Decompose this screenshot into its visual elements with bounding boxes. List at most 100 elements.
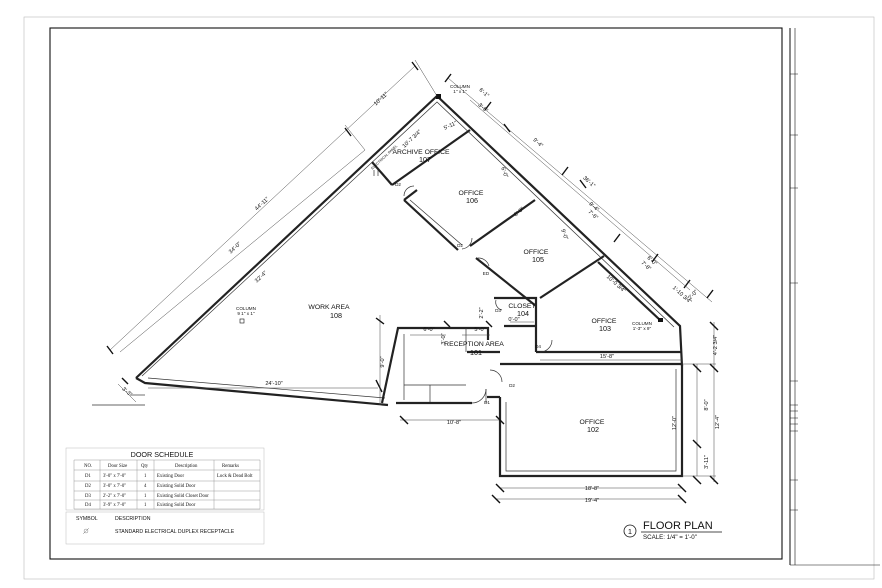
tag-electrical-panel: ELECTRICAL PANEL — [370, 144, 398, 170]
dim-d12: 9'-4" — [588, 201, 600, 213]
dim-d25: 5'-0" — [474, 327, 485, 333]
tag-d1: D1 — [484, 400, 490, 405]
sched-cell: 4 — [144, 484, 147, 489]
sched-header-size: Door Size — [108, 464, 127, 469]
room-108-number: 108 — [330, 311, 342, 320]
dim-d21: 4'-2 3/4" — [713, 335, 719, 355]
dim-d33: 8'-0" — [704, 399, 710, 410]
sched-cell: D1 — [85, 474, 91, 479]
dim-d20: 2'-0" — [687, 289, 699, 301]
room-archive-name: ARCHIVE OFFICE — [392, 149, 449, 156]
sched-cell: Existing Solid Door — [157, 503, 196, 508]
column-top-size: 1'' x 1'' — [453, 89, 467, 94]
column-left-label: COLUMN — [236, 306, 256, 311]
room-archive-number: 107 — [419, 155, 431, 164]
room-102-name: OFFICE — [580, 419, 605, 426]
room-105-number: 105 — [532, 255, 544, 264]
drawing-title-text: FLOOR PLAN — [643, 520, 713, 532]
sched-cell: 3'-9" x 7'-0" — [103, 503, 126, 508]
sched-cell: D4 — [85, 503, 91, 508]
column-right — [658, 318, 663, 322]
sched-header-remarks: Remarks — [222, 464, 239, 469]
sched-cell: D3 — [85, 494, 91, 499]
room-104-name: CLOSET — [508, 303, 535, 310]
dim-d5: 5'-11" — [443, 120, 458, 131]
tag-d4: D4 — [535, 344, 541, 349]
sched-header-desc: Description — [175, 464, 198, 469]
sched-cell: Lock & Dead Bolt — [217, 474, 253, 479]
drawing-title: 1 FLOOR PLAN SCALE: 1/4" = 1'-0" — [623, 520, 722, 541]
column-top — [436, 94, 441, 99]
room-103-name: OFFICE — [592, 318, 617, 325]
interior-walls — [371, 129, 682, 405]
door-tags: D2 D2 ED D3 D4 D2 D1 ELECTRICAL PANEL — [370, 144, 541, 405]
sched-cell: 1 — [144, 503, 147, 508]
dim-d18: 7'-8" — [640, 260, 652, 272]
room-106-number: 106 — [466, 196, 478, 205]
dim-d34: 12'-4" — [715, 415, 721, 429]
column-right-size: 1'-3'' x 9'' — [633, 326, 652, 331]
room-101-name: RECEPTION AREA — [444, 341, 504, 348]
dim-d10: 36'-1" — [581, 175, 596, 189]
dim-d15: 9'-0" — [559, 228, 568, 241]
legend-description-header: DESCRIPTION — [115, 516, 151, 522]
dim-d36: 18'-8" — [585, 486, 599, 492]
dim-d8: 3'-5" — [477, 102, 489, 114]
dim-d13: 7'-6" — [587, 209, 599, 221]
sched-cell: Existing Solid Closet Door — [157, 494, 209, 499]
title-block — [789, 28, 880, 566]
column-labels: COLUMN 1'' x 1'' COLUMN 9 1'' x 1'' COLU… — [236, 84, 652, 331]
sheet-border — [23, 16, 875, 580]
column-left — [239, 318, 245, 324]
room-101-number: 101 — [470, 348, 482, 357]
column-left-size: 9 1'' x 1'' — [237, 311, 254, 316]
sched-header-qty: Qty — [141, 464, 149, 469]
room-105-name: OFFICE — [524, 249, 549, 256]
tag-d2b: D2 — [457, 243, 463, 248]
door-schedule: DOOR SCHEDULE NO. Door Size Qty Descript… — [65, 447, 265, 511]
dim-d1: 10'-11" — [373, 91, 389, 107]
dim-d22: 2'-2" — [479, 307, 485, 318]
room-104-number: 104 — [517, 309, 529, 318]
sched-row: D1 3'-0" x 7'-0" 1 Existing Door Lock & … — [85, 474, 253, 479]
dim-d37: 19'-4" — [585, 498, 599, 504]
sched-row: D3 2'-2" x 7'-0" 1 Existing Solid Closet… — [85, 494, 209, 499]
dim-d9: 9'-4" — [532, 137, 544, 149]
legend-item-receptacle: STANDARD ELECTRICAL DUPLEX RECEPTACLE — [115, 529, 235, 535]
room-labels: ARCHIVE OFFICE 107 OFFICE 106 OFFICE 105… — [308, 149, 617, 434]
dim-d24: 6'-0" — [423, 327, 434, 333]
sched-cell: D2 — [85, 484, 91, 489]
sched-cell: 2'-2" x 7'-0" — [103, 494, 126, 499]
dim-d28: 9'-0" — [380, 356, 386, 367]
sched-cell: 3'-0" x 7'-0" — [103, 474, 126, 479]
dim-d14: 8'-0" — [513, 206, 525, 218]
tag-ed: ED — [483, 271, 490, 276]
symbol-legend: SYMBOL DESCRIPTION STANDARD ELECTRICAL D… — [65, 511, 265, 545]
dim-d31: 10'-8" — [447, 420, 461, 426]
sched-cell: 1 — [144, 494, 147, 499]
drawing-scale: SCALE: 1/4" = 1'-0" — [643, 534, 697, 541]
tag-d2a: D2 — [395, 182, 401, 187]
sched-cell: Existing Door — [157, 474, 184, 479]
dim-d4: 32'-4" — [254, 270, 269, 284]
room-106-name: OFFICE — [459, 190, 484, 197]
dim-d3: 34'-0" — [228, 241, 243, 255]
door-swings — [403, 185, 553, 404]
legend-symbol-header: SYMBOL — [76, 516, 98, 522]
sched-row: D4 3'-9" x 7'-0" 1 Existing Solid Door — [85, 503, 196, 508]
dim-d11: 6'-0" — [499, 166, 508, 179]
dim-d17: 6'-0" — [646, 255, 658, 267]
sched-row: D2 3'-0" x 7'-0" 4 Existing Solid Door — [85, 484, 196, 489]
dim-d35: 3'-11" — [704, 455, 710, 469]
door-schedule-title: DOOR SCHEDULE — [131, 450, 194, 459]
dim-d23: 0'-0" — [508, 317, 519, 323]
room-103-number: 103 — [599, 324, 611, 333]
room-108-name: WORK AREA — [308, 304, 350, 311]
receptacle-icon — [82, 527, 90, 535]
column-right-label: COLUMN — [632, 321, 652, 326]
dim-d26: 3'-0" — [441, 333, 447, 344]
dim-d29: 24'-10" — [265, 381, 282, 387]
column-top-label: COLUMN — [450, 84, 470, 89]
tag-d2c: D2 — [509, 383, 515, 388]
